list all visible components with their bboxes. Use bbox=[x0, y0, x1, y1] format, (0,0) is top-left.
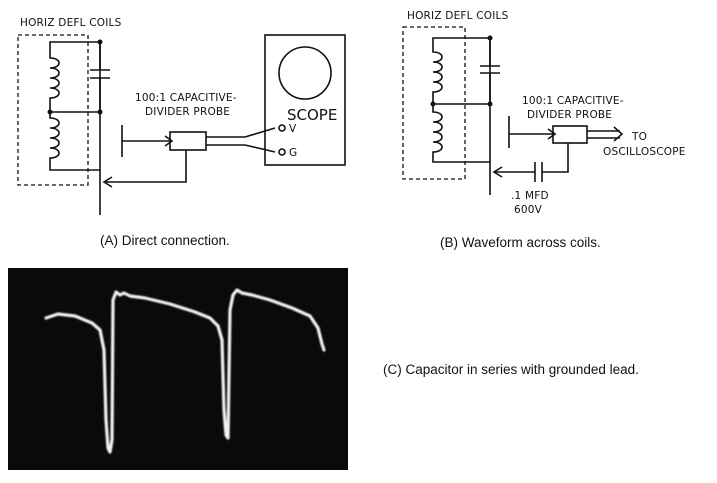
deflection-coil-upper bbox=[432, 45, 443, 104]
terminal-g-jack bbox=[278, 148, 286, 156]
scope-case bbox=[264, 34, 346, 166]
oscilloscope-label: OSCILLOSCOPE bbox=[603, 146, 686, 158]
probe-label-line2: DIVIDER PROBE bbox=[527, 109, 612, 121]
panel-a-direct-connection: HORIZ DEFL COILS 100:1 CAPACITIVE- DIVID… bbox=[17, 17, 346, 248]
ground-arrow-icon bbox=[102, 176, 113, 188]
probe-label-line2: DIVIDER PROBE bbox=[145, 106, 230, 118]
coil-housing-outline bbox=[17, 34, 89, 186]
coil-top-wire bbox=[49, 41, 101, 112]
probe-label-line1: 100:1 CAPACITIVE- bbox=[135, 92, 237, 104]
scope-label: SCOPE bbox=[287, 106, 337, 124]
waveform-trace bbox=[44, 288, 326, 454]
cap-value-line2: 600V bbox=[514, 204, 543, 216]
cap-value-line1: .1 MFD bbox=[511, 190, 549, 202]
caption-b: (B) Waveform across coils. bbox=[440, 235, 601, 250]
terminal-v-label: V bbox=[289, 123, 297, 135]
coil-label: HORIZ DEFL COILS bbox=[407, 10, 509, 22]
terminal-v-jack bbox=[278, 124, 286, 132]
panel-c-oscilloscope-photo: (C) Capacitor in series with grounded le… bbox=[8, 268, 639, 470]
deflection-coil-upper bbox=[49, 50, 60, 112]
output-arrow-icon bbox=[613, 126, 624, 142]
coil-top-wire bbox=[432, 37, 491, 104]
probe-cable bbox=[206, 136, 245, 146]
divider-probe-body bbox=[169, 131, 207, 151]
probe-cable-split bbox=[244, 127, 276, 153]
divider-probe-body bbox=[552, 125, 588, 144]
to-label: TO bbox=[631, 131, 647, 143]
terminal-g-label: G bbox=[289, 147, 297, 159]
parallel-capacitor bbox=[90, 42, 110, 112]
scope-screen-photo bbox=[8, 268, 348, 470]
parallel-capacitor bbox=[480, 38, 500, 104]
deflection-coil-lower bbox=[432, 104, 490, 163]
panel-b-waveform-across-coils: HORIZ DEFL COILS 100:1 CAPACITIVE- DIVID… bbox=[402, 10, 686, 250]
series-capacitor bbox=[492, 143, 569, 182]
caption-c: (C) Capacitor in series with grounded le… bbox=[383, 362, 639, 377]
scope-screen bbox=[278, 46, 332, 100]
probe-label-line1: 100:1 CAPACITIVE- bbox=[522, 95, 624, 107]
caption-a: (A) Direct connection. bbox=[100, 233, 230, 248]
coil-label: HORIZ DEFL COILS bbox=[20, 17, 122, 29]
probe-arrow-icon bbox=[164, 135, 174, 147]
deflection-coil-lower bbox=[49, 112, 100, 171]
probe-ground-wire bbox=[106, 150, 187, 183]
probe-cable bbox=[587, 130, 620, 139]
oscilloscope: SCOPE V G bbox=[264, 34, 346, 166]
coil-housing-outline bbox=[402, 26, 466, 180]
probe-arrow-icon bbox=[547, 128, 557, 140]
